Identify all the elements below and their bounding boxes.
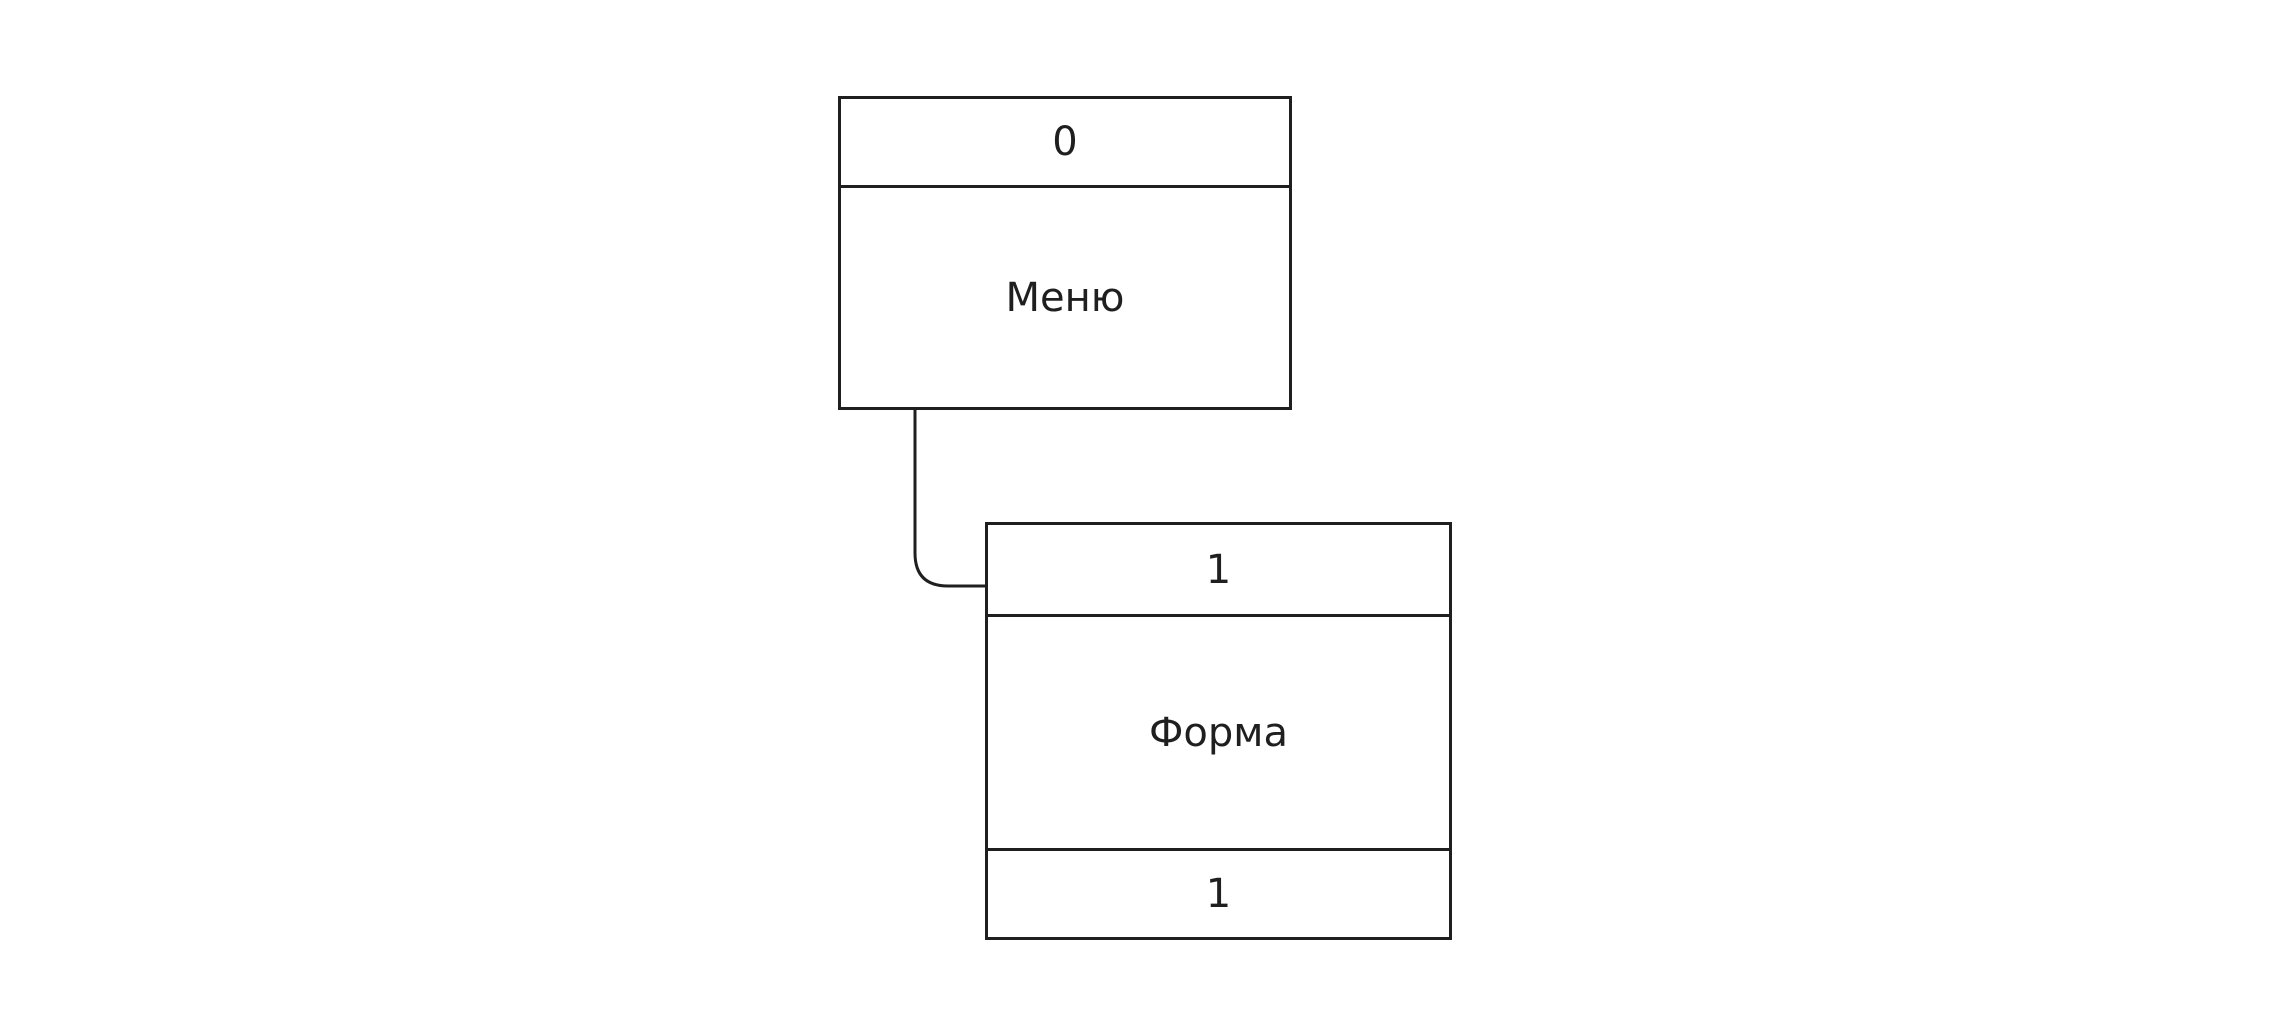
edge-menu-to-form	[913, 410, 985, 588]
node-menu: 0 Меню	[838, 96, 1292, 410]
node-form-footer: 1	[988, 848, 1449, 937]
node-form: 1 Форма 1	[985, 522, 1452, 940]
node-menu-title: Меню	[841, 185, 1289, 407]
node-form-index: 1	[1205, 546, 1232, 593]
node-form-title: Форма	[988, 614, 1449, 848]
node-menu-index: 0	[1052, 119, 1078, 165]
